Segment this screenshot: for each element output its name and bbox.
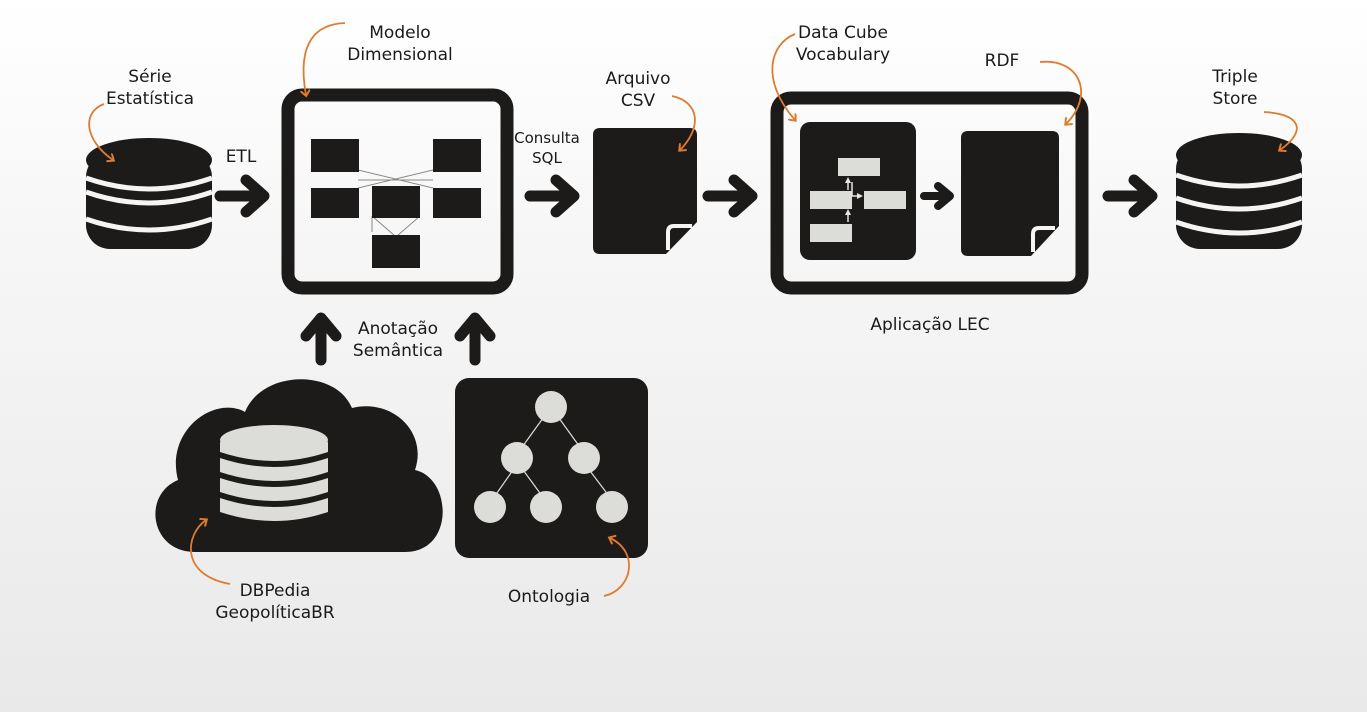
callout-triple [1263, 111, 1298, 150]
csv-file-icon [593, 128, 697, 254]
label-consulta-sql: Consulta SQL [512, 128, 582, 168]
label-data-cube-vocabulary: Data Cube Vocabulary [778, 22, 908, 66]
label-consulta-line2: SQL [532, 149, 562, 167]
label-serie-line1: Série [128, 67, 172, 87]
label-ontologia: Ontologia [507, 587, 591, 607]
label-arquivo-line2: CSV [620, 91, 656, 111]
label-modelo-dimensional: Modelo Dimensional [330, 22, 470, 66]
label-consulta-line1: Consulta [514, 129, 580, 147]
database-icon-triple-store [1175, 133, 1303, 249]
application-frame [770, 91, 1089, 295]
ontology-tree-icon [455, 378, 648, 558]
dimensional-model-frame [281, 88, 514, 295]
annotation-arrows [88, 22, 1298, 597]
arrow-up-icon-left [300, 312, 342, 366]
label-modelo-line1: Modelo [369, 23, 431, 43]
label-triple-store: Triple Store [1190, 66, 1280, 110]
cloud-database-icon [155, 379, 443, 552]
label-anotacao-line2: Semântica [352, 341, 444, 361]
callout-csv [671, 95, 696, 150]
callout-rdf [1039, 60, 1082, 124]
callout-ontologia [603, 538, 630, 597]
label-anotacao-line1: Anotação [357, 319, 439, 339]
label-dbpedia-line2: GeopolíticaBR [215, 603, 335, 623]
label-serie-line2: Estatística [105, 89, 195, 109]
label-rdf: RDF [984, 51, 1020, 71]
label-datacube-line1: Data Cube [798, 23, 888, 43]
callout-serie [88, 103, 113, 160]
label-anotacao-semantica: Anotação Semântica [342, 318, 454, 362]
arrow-right-icon-app [702, 174, 758, 218]
label-serie-estatistica: Série Estatística [95, 66, 205, 110]
callout-dbpedia [190, 520, 231, 585]
label-dbpedia-line1: DBPedia [239, 581, 311, 601]
label-arquivo-csv: Arquivo CSV [588, 68, 688, 112]
arrow-right-icon-etl [214, 174, 270, 218]
callout-modelo [304, 22, 346, 95]
label-etl: ETL [225, 147, 257, 167]
database-icon-serie [85, 138, 213, 249]
arrow-up-icon-right [454, 312, 496, 366]
label-triple-line1: Triple [1212, 67, 1258, 87]
arrow-right-icon-sql [524, 174, 580, 218]
label-triple-line2: Store [1212, 89, 1258, 109]
label-dbpedia: DBPedia GeopolíticaBR [205, 580, 345, 624]
label-datacube-line2: Vocabulary [795, 45, 891, 65]
label-modelo-line2: Dimensional [347, 45, 453, 65]
label-aplicacao-lec: Aplicação LEC [870, 315, 990, 335]
label-arquivo-line1: Arquivo [605, 69, 671, 89]
arrow-right-icon-store [1102, 174, 1158, 218]
callout-datacube [771, 33, 795, 120]
